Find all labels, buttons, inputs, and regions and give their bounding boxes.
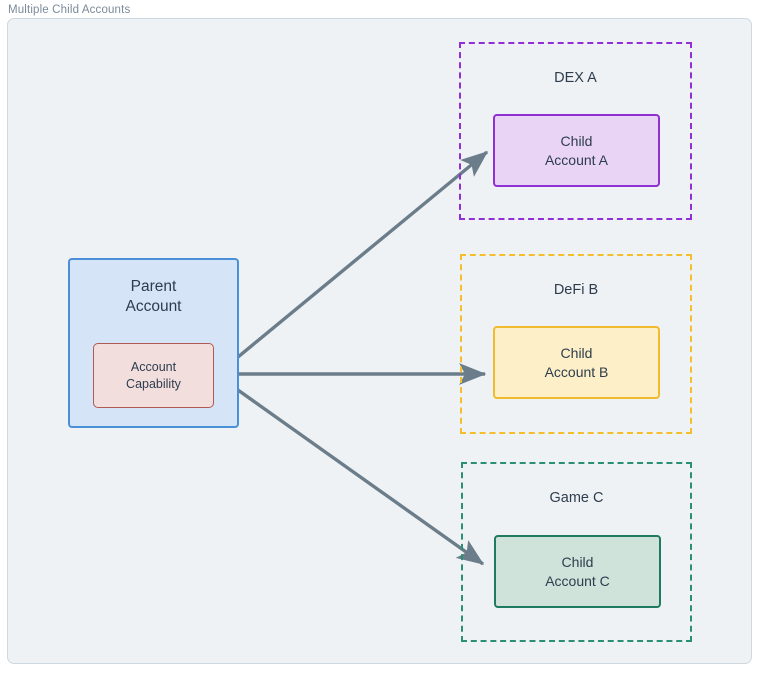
container-defi-b[interactable]: DeFi B: [460, 254, 692, 434]
container-game-c-title: Game C: [549, 490, 604, 506]
parent-account-label-line2: Account: [125, 298, 182, 316]
child-account-a-label-line1: Child: [560, 133, 593, 150]
account-capability-label-line2: Capability: [126, 376, 181, 391]
container-dex-a[interactable]: DEX A: [459, 42, 692, 220]
frame-title: Multiple Child Accounts: [8, 4, 131, 16]
account-capability-label-line1: Account: [130, 360, 177, 374]
node-child-account-a[interactable]: Child Account A: [493, 114, 660, 187]
parent-account-label-line1: Parent: [130, 278, 177, 295]
node-child-account-b[interactable]: Child Account B: [493, 326, 660, 399]
node-child-account-c[interactable]: Child Account C: [494, 535, 661, 608]
child-account-b-label-line2: Account B: [544, 363, 609, 380]
child-account-a-label-line2: Account A: [544, 151, 609, 168]
container-game-c[interactable]: Game C: [461, 462, 692, 642]
child-account-c-label-line1: Child: [561, 554, 594, 571]
node-account-capability[interactable]: Account Capability: [93, 343, 214, 408]
container-defi-b-title: DeFi B: [553, 282, 599, 298]
container-dex-a-title: DEX A: [554, 70, 597, 86]
child-account-b-label-line1: Child: [560, 345, 593, 362]
child-account-c-label-line2: Account C: [545, 572, 610, 589]
